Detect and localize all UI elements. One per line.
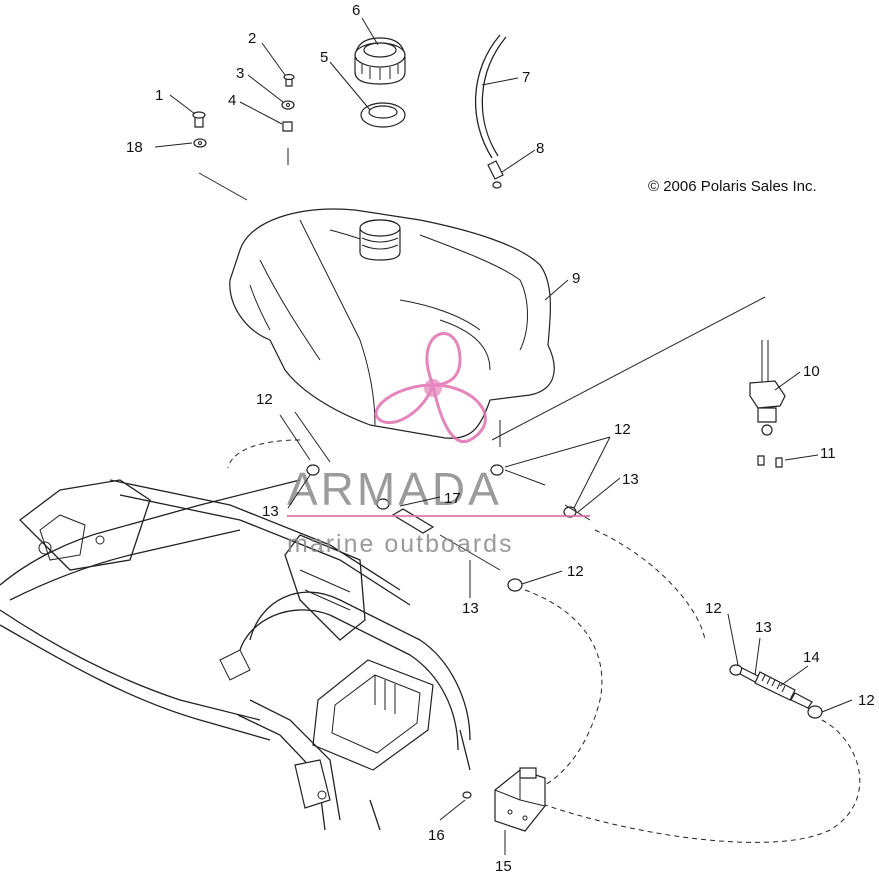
callout-14: 14 — [803, 649, 820, 666]
fuel-pump-part-15 — [494, 767, 546, 832]
callout-12-middle: 12 — [567, 563, 584, 580]
callout-13-right: 13 — [622, 471, 639, 488]
callout-15: 15 — [495, 858, 512, 873]
bushing-part-16 — [462, 791, 472, 799]
callout-6: 6 — [352, 2, 360, 19]
callout-8: 8 — [536, 140, 544, 157]
callout-12-filter-left: 12 — [705, 600, 722, 617]
callout-5: 5 — [320, 49, 328, 66]
callout-11: 11 — [820, 445, 836, 462]
fuel-valve-part-10 — [749, 340, 786, 436]
fuel-cap-part-6 — [354, 37, 406, 85]
bolt-part-1 — [192, 111, 206, 128]
copyright-text: © 2006 Polaris Sales Inc. — [648, 178, 817, 195]
watermark-tagline: marine outboards — [287, 530, 514, 558]
fuel-filter-part-14 — [544, 664, 861, 843]
watermark-name: ARMADA — [287, 463, 502, 515]
callout-13-middle: 13 — [462, 600, 479, 617]
callout-3: 3 — [236, 65, 244, 82]
callout-10: 10 — [803, 363, 820, 380]
grommet-part-4 — [282, 121, 293, 165]
callout-9: 9 — [572, 270, 580, 287]
vehicle-frame — [0, 479, 471, 831]
callout-12-left: 12 — [256, 391, 273, 408]
callout-4: 4 — [228, 92, 236, 109]
screws-part-11 — [757, 455, 783, 468]
callout-17: 17 — [444, 490, 461, 507]
hose-clamp-part-8 — [487, 160, 504, 189]
callout-18: 18 — [126, 139, 143, 156]
callout-1: 1 — [155, 87, 163, 104]
armada-logo: ARMADA marine outboards — [287, 332, 590, 558]
callout-13-filter: 13 — [755, 619, 772, 636]
logo-propeller-icon — [374, 332, 487, 444]
leader-lines — [154, 17, 853, 855]
cap-gasket-part-5 — [360, 102, 406, 128]
callout-2: 2 — [248, 30, 256, 47]
washer-part-3 — [281, 100, 295, 110]
callout-12-filter-right: 12 — [858, 692, 875, 709]
washer-part-18 — [193, 138, 207, 148]
callout-13-left: 13 — [262, 503, 279, 520]
vent-hose-part-7 — [475, 34, 507, 159]
screw-part-2 — [283, 73, 295, 87]
callout-16: 16 — [428, 827, 445, 844]
fuel-tank-part-9 — [229, 208, 555, 439]
callout-numbers: 1 2 3 4 5 6 7 8 9 10 11 12 12 12 12 12 1… — [126, 2, 875, 873]
callout-12-right: 12 — [614, 421, 631, 438]
callout-7: 7 — [522, 69, 530, 86]
